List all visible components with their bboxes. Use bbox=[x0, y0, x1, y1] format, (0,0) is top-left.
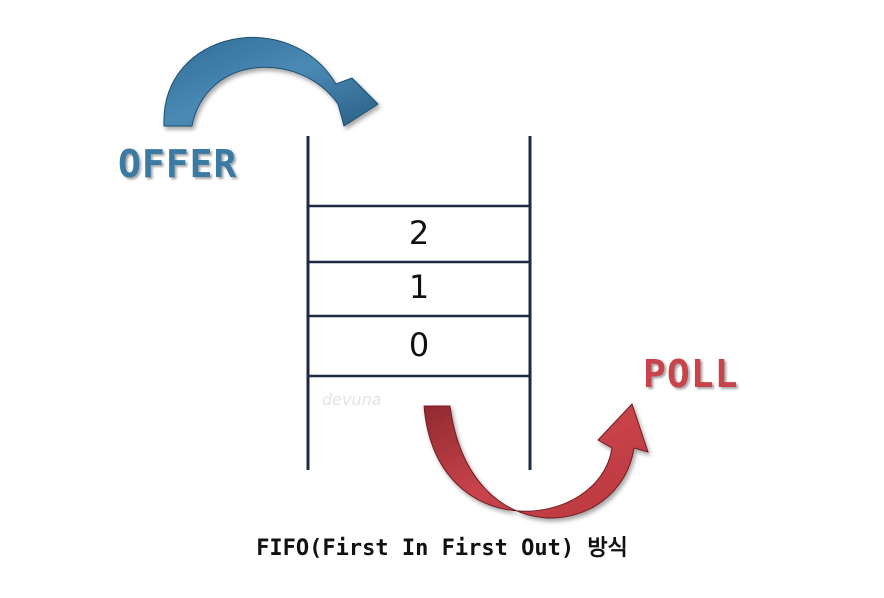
diagram-caption: FIFO(First In First Out) 방식 bbox=[256, 536, 628, 561]
queue-item-middle: 1 bbox=[408, 268, 430, 306]
queue-item-top: 2 bbox=[408, 214, 430, 252]
offer-arrow-icon bbox=[163, 37, 379, 127]
watermark-text: devuna bbox=[322, 390, 382, 409]
poll-arrow-icon bbox=[423, 403, 649, 519]
poll-label: POLL bbox=[643, 352, 739, 396]
offer-label: OFFER bbox=[118, 142, 238, 186]
queue-item-bottom: 0 bbox=[408, 326, 430, 364]
